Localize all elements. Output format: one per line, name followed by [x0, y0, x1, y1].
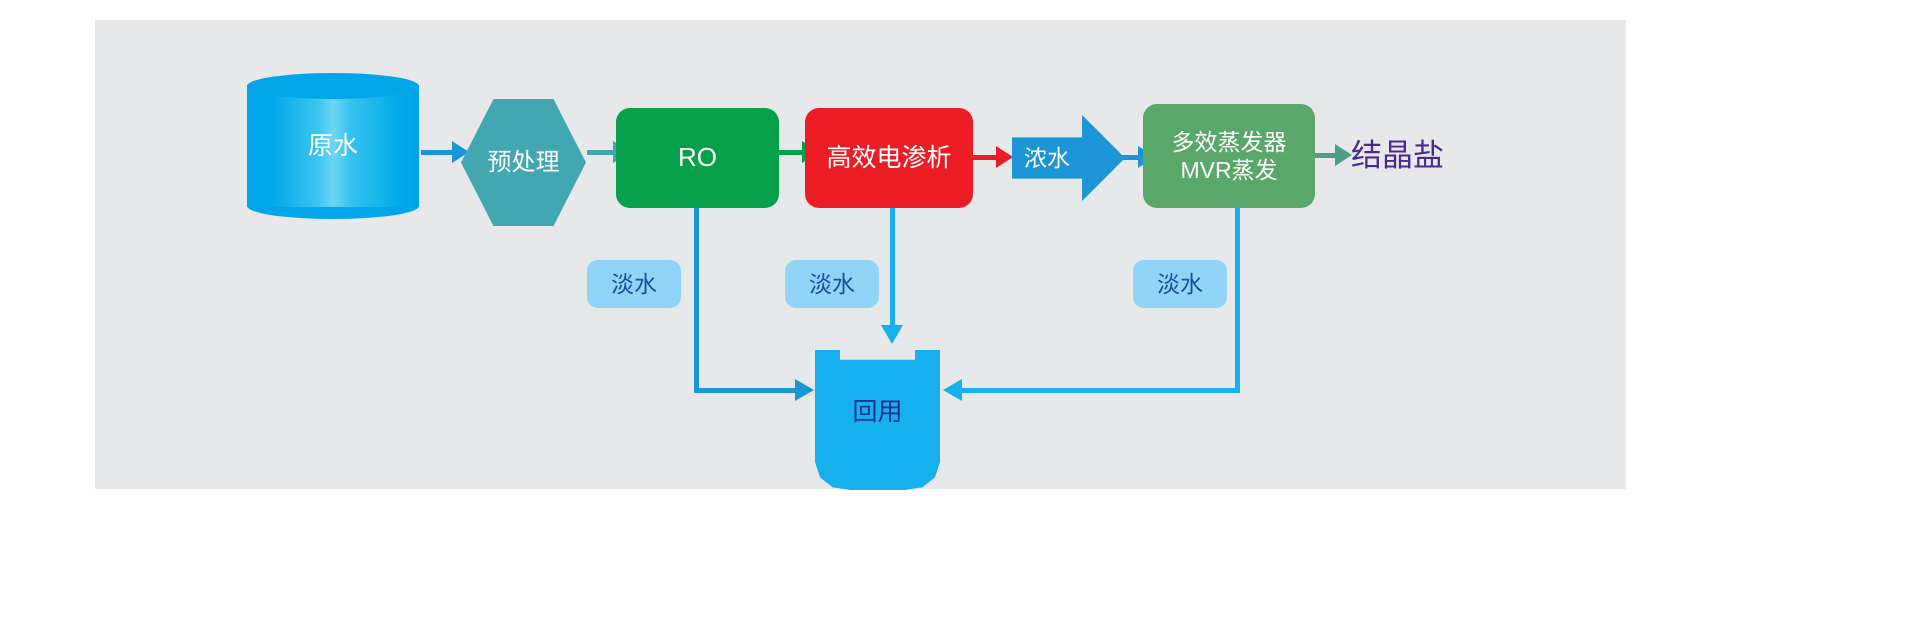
- connector-ro-recycle-arrowhead: [795, 379, 814, 401]
- diagram-board: 原水 预处理 RO 高效电渗析 浓水: [95, 20, 1626, 490]
- node-ro[interactable]: RO: [616, 108, 779, 208]
- connector-ed-brine-line: [973, 155, 1001, 160]
- node-evaporator[interactable]: 多效蒸发器 MVR蒸发: [1143, 104, 1315, 208]
- node-crystal-salt[interactable]: 结晶盐: [1351, 133, 1481, 179]
- connector-evaporator-salt-arrowhead: [1335, 144, 1352, 166]
- connector-ed-recycle-arrowhead: [881, 325, 903, 344]
- node-brine[interactable]: 浓水: [1012, 115, 1125, 201]
- connector-ro-recycle-vertical: [694, 208, 699, 393]
- tank-shape: [815, 350, 940, 490]
- node-ro-label: RO: [678, 142, 717, 173]
- connector-ed-recycle-vertical: [890, 208, 895, 328]
- connector-ed-brine-arrowhead: [996, 146, 1013, 168]
- cylinder-top-ellipse: [247, 73, 419, 99]
- hexagon-shape: [461, 99, 586, 226]
- node-crystal-salt-label: 结晶盐: [1351, 138, 1444, 174]
- node-electrodialysis-label: 高效电渗析: [826, 143, 952, 172]
- pill-fresh-water-evaporator[interactable]: 淡水: [1133, 260, 1227, 308]
- connector-pretreatment-ro-line: [587, 150, 617, 155]
- pill-fresh-water-ed[interactable]: 淡水: [785, 260, 879, 308]
- connector-evaporator-recycle-arrowhead: [943, 379, 962, 401]
- connector-evaporator-recycle-horizontal: [961, 388, 1240, 393]
- node-electrodialysis[interactable]: 高效电渗析: [805, 108, 973, 208]
- connector-evaporator-salt-line: [1315, 153, 1339, 158]
- node-recycle-tank[interactable]: 回用: [815, 350, 940, 490]
- connector-ro-ed-line: [779, 150, 807, 155]
- pill-fresh-water-ro[interactable]: 淡水: [587, 260, 681, 308]
- connector-evaporator-recycle-vertical: [1235, 208, 1240, 393]
- connector-rawwater-pretreatment-line: [421, 150, 455, 155]
- node-pretreatment[interactable]: 预处理: [461, 99, 586, 226]
- cylinder-body: [247, 85, 419, 207]
- pill-fresh-water-evaporator-label: 淡水: [1157, 270, 1203, 297]
- connector-ro-recycle-horizontal: [694, 388, 798, 393]
- block-arrow-shape: [1012, 115, 1125, 201]
- pill-fresh-water-ro-label: 淡水: [611, 270, 657, 297]
- node-raw-water[interactable]: 原水: [247, 73, 419, 219]
- node-evaporator-label: 多效蒸发器 MVR蒸发: [1171, 128, 1287, 183]
- connector-brine-evaporator-line: [1121, 155, 1143, 160]
- pill-fresh-water-ed-label: 淡水: [809, 270, 855, 297]
